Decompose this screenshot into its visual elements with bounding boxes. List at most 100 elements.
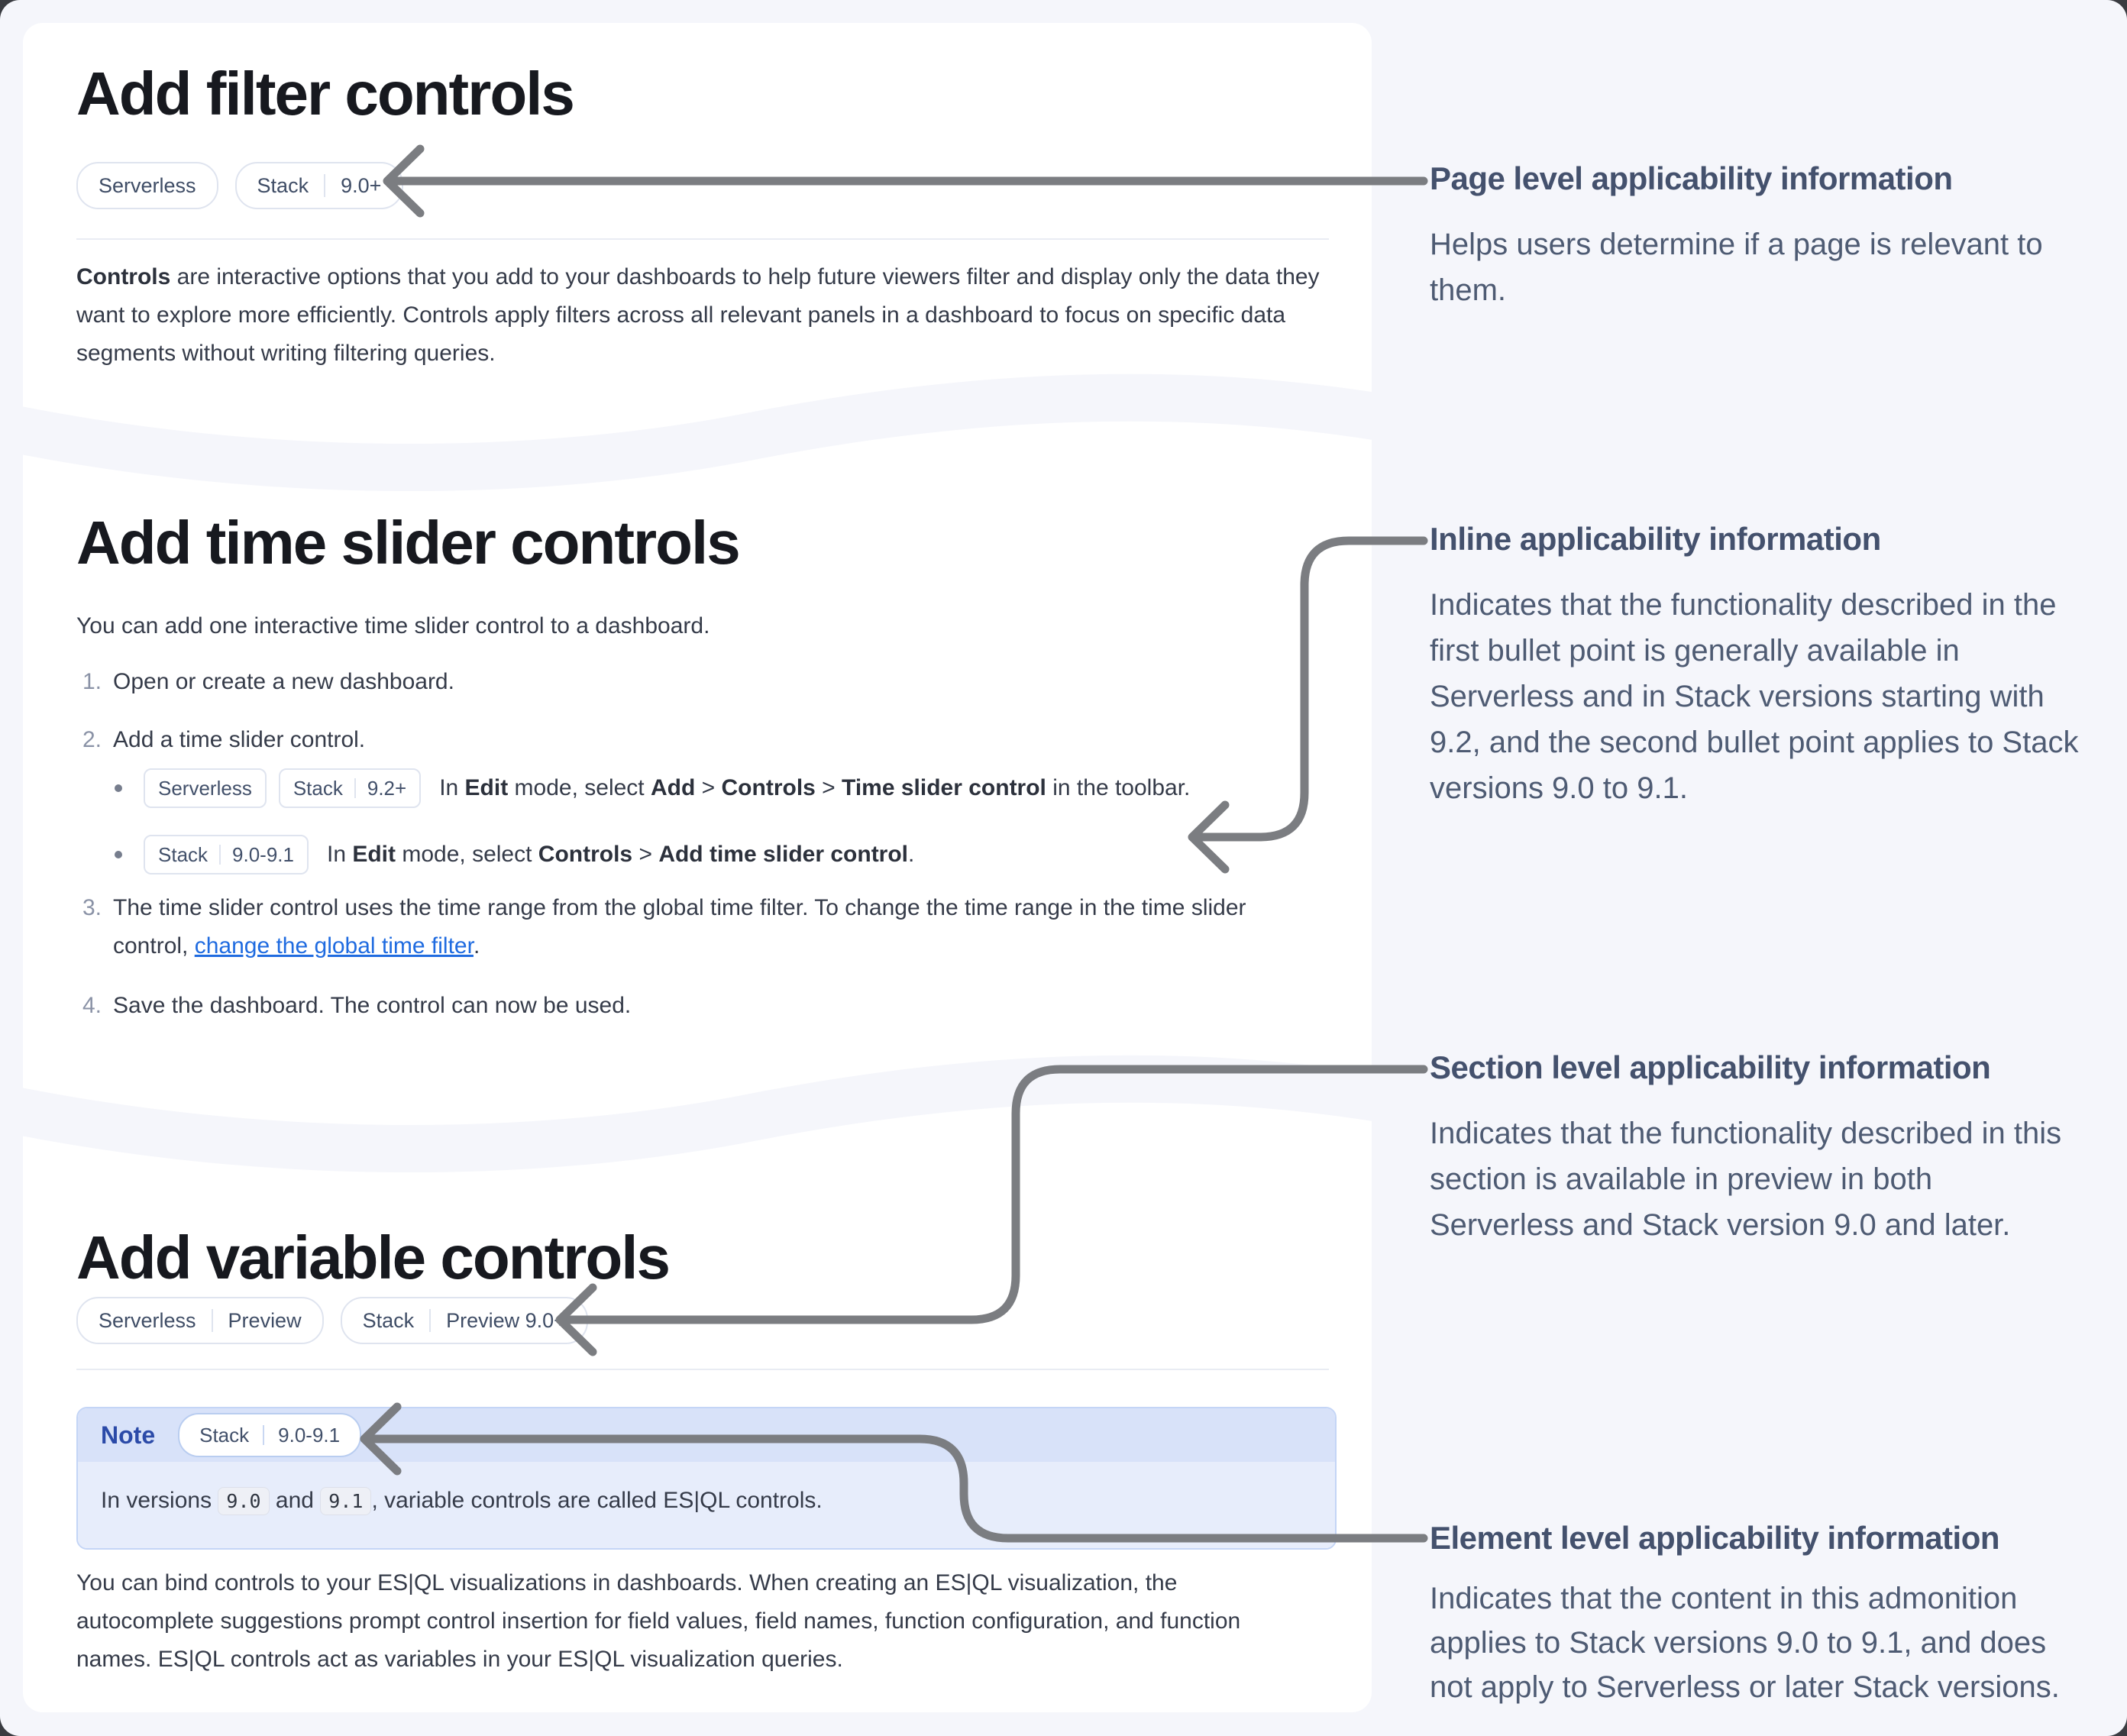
annotation-element-level: Element level applicability information …: [1430, 1518, 2079, 1709]
annotation-title: Page level applicability information: [1430, 160, 1953, 196]
bold-text: Time slider control: [842, 775, 1046, 800]
annotation-body: Indicates that the content in this admon…: [1430, 1582, 2060, 1704]
bold-text: Edit: [464, 775, 509, 800]
bold-text: Controls: [721, 775, 816, 800]
bold-text: Edit: [352, 842, 396, 867]
step-text: Save the dashboard. The control can now …: [113, 987, 631, 1025]
annotation-body: Indicates that the functionality describ…: [1430, 1117, 2062, 1242]
step-number: 4.: [82, 993, 102, 1018]
text-run: Add a time slider control.: [113, 727, 366, 752]
note-label: Note: [101, 1421, 156, 1449]
badge-part: 9.0-9.1: [232, 842, 294, 866]
badge-part: Stack: [362, 1308, 415, 1332]
badge-part: Preview: [228, 1308, 302, 1332]
step-text: Open or create a new dashboard.: [113, 663, 454, 701]
text-run: Save the dashboard. The control can now …: [113, 993, 632, 1018]
annotation-body: Indicates that the functionality describ…: [1430, 588, 2079, 805]
text-run: mode, select: [396, 842, 538, 867]
bold-text: Controls: [538, 842, 633, 867]
text-run: In: [326, 842, 353, 867]
bullet-dot: [115, 851, 122, 858]
wave-divider-top: [23, 373, 1372, 492]
annotation-title: Element level applicability information: [1430, 1520, 2000, 1556]
badge-part: 9.2+: [367, 776, 407, 800]
annotation-section-level: Section level applicability information …: [1430, 1048, 2079, 1248]
badge-part: Stack: [158, 842, 208, 866]
badge-part: Serverless: [158, 776, 252, 800]
badge-part: 9.0-9.1: [278, 1423, 341, 1447]
annotation-title: Section level applicability information: [1430, 1049, 1991, 1085]
ordered-step-1: 1. Open or create a new dashboard.: [82, 663, 454, 701]
text-run: .: [908, 842, 915, 867]
step-number: 3.: [82, 895, 102, 920]
badge-stack-version: Stack 9.2+: [278, 768, 422, 808]
inline-code: 9.1: [320, 1487, 372, 1515]
text-run: In: [439, 775, 465, 800]
section-title: Add variable controls: [76, 1224, 671, 1291]
step-number: 1.: [82, 669, 102, 694]
text-run: In versions: [101, 1488, 218, 1513]
badge-stack-preview-version: Stack Preview 9.0+: [340, 1297, 588, 1344]
section-level-badges: Serverless Preview Stack Preview 9.0+: [76, 1297, 588, 1344]
badge-part: Stack: [293, 776, 343, 800]
text-run: .: [473, 933, 480, 959]
bold-text: Controls: [76, 264, 171, 289]
bullet-text: In Edit mode, select Controls > Add time…: [327, 842, 914, 868]
text-run: in the toolbar.: [1046, 775, 1191, 800]
bullet-dot: [115, 784, 122, 792]
badge-serverless: Serverless: [76, 162, 218, 209]
badge-part: Stack: [257, 173, 309, 197]
bold-text: Add: [650, 775, 696, 800]
annotation-body: Helps users determine if a page is relev…: [1430, 228, 2043, 307]
badge-part: Preview 9.0+: [446, 1308, 566, 1332]
annotation-page-level: Page level applicability information Hel…: [1430, 159, 2079, 313]
step-text: Add a time slider control.: [113, 721, 365, 759]
bold-text: Add time slider control: [658, 842, 909, 867]
ordered-step-3: 3. The time slider control uses the time…: [82, 889, 1312, 965]
page-level-badges: Serverless Stack 9.0+: [76, 162, 404, 209]
step-text: The time slider control uses the time ra…: [113, 889, 1304, 965]
badge-divider: [429, 1309, 432, 1332]
bullet-serverless-stack-92: Serverless Stack 9.2+ In Edit mode, selec…: [115, 768, 1190, 808]
page-title: Add filter controls: [76, 60, 575, 128]
badge-serverless-preview: Serverless Preview: [76, 1297, 324, 1344]
section-intro: You can add one interactive time slider …: [76, 613, 710, 638]
annotation-inline-level: Inline applicability information Indicat…: [1430, 519, 2079, 811]
badge-part: Serverless: [99, 1308, 196, 1332]
text-run: Open or create a new dashboard.: [113, 669, 454, 694]
text-run: are interactive options that you add to …: [76, 264, 1320, 366]
badge-divider: [219, 845, 221, 865]
text-run: >: [695, 775, 722, 800]
intro-paragraph: Controls are interactive options that yo…: [76, 258, 1329, 373]
badge-stack-version: Stack 9.0+: [234, 162, 404, 209]
text-run: The time slider control uses the time ra…: [113, 895, 1246, 959]
badge-stack-version: Stack 9.0-9.1: [144, 835, 309, 874]
section-divider: [76, 1369, 1329, 1370]
outro-paragraph: You can bind controls to your ES|QL visu…: [76, 1564, 1283, 1679]
section-title: Add time slider controls: [76, 509, 741, 577]
badge-part: Serverless: [99, 173, 196, 197]
badge-divider: [211, 1309, 213, 1332]
bullet-text: In Edit mode, select Add > Controls > Ti…: [439, 775, 1190, 801]
inline-link[interactable]: change the global time filter: [194, 933, 474, 959]
wave-divider-bottom: [23, 1055, 1372, 1173]
text-run: mode, select: [508, 775, 651, 800]
text-run: >: [632, 842, 659, 867]
bullet-stack-90-91: Stack 9.0-9.1 In Edit mode, select Contro…: [115, 835, 914, 874]
ordered-step-2: 2. Add a time slider control.: [82, 721, 365, 759]
badge-divider: [263, 1425, 265, 1445]
text-run: and: [269, 1488, 321, 1513]
ordered-step-4: 4. Save the dashboard. The control can n…: [82, 987, 631, 1025]
badge-serverless: Serverless: [144, 768, 267, 808]
badge-part: 9.0+: [341, 173, 382, 197]
badge-divider: [324, 174, 326, 197]
section-divider: [76, 238, 1329, 240]
step-number: 2.: [82, 727, 102, 752]
text-run: >: [815, 775, 842, 800]
badge-divider: [354, 778, 356, 798]
inline-code: 9.0: [218, 1487, 270, 1515]
